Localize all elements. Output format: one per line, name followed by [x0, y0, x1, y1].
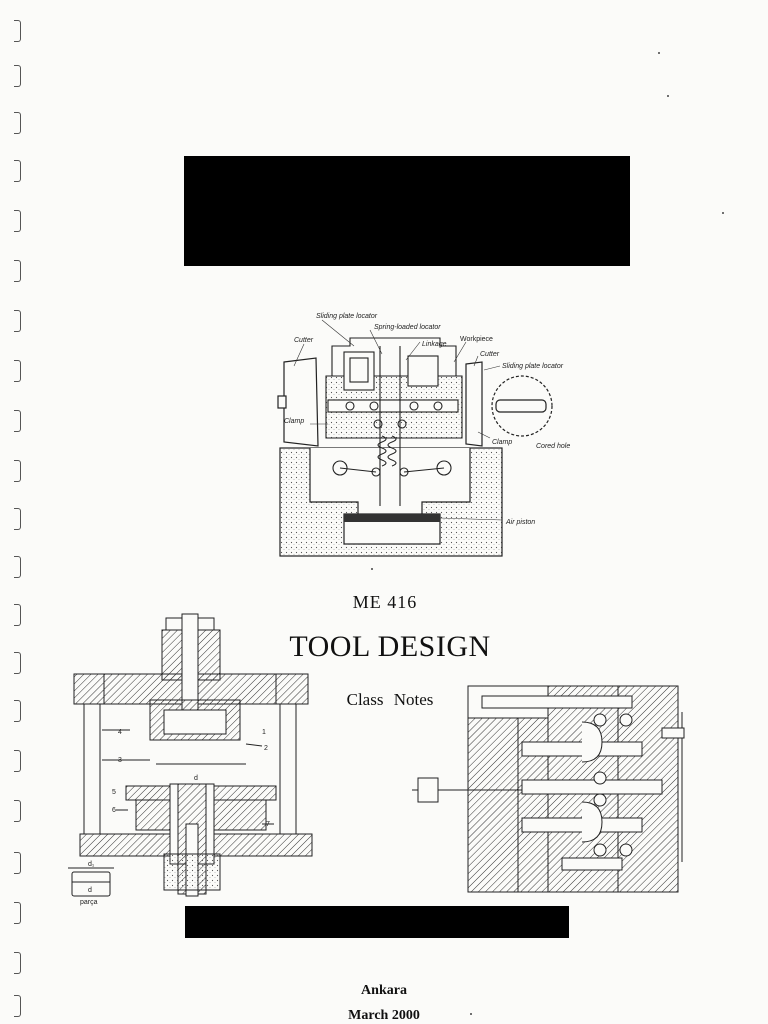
- label-cutter-left: Cutter: [294, 337, 314, 344]
- callout-6: 6: [112, 807, 116, 814]
- binding-hole: [14, 902, 21, 924]
- fixture-base: [279, 447, 503, 557]
- callout-3: 3: [118, 757, 122, 764]
- label-clamp-left: Clamp: [284, 418, 304, 425]
- scan-speck: [722, 212, 724, 214]
- callout-1: 1: [262, 729, 266, 736]
- binding-hole: [14, 460, 21, 482]
- scan-speck: [667, 95, 669, 97]
- binding-hole: [14, 260, 21, 282]
- die-frame: [73, 613, 313, 897]
- binding-hole: [14, 700, 21, 722]
- redaction-bar-top: [184, 156, 630, 266]
- scan-speck: [470, 1013, 472, 1015]
- label-d-top: d: [194, 775, 198, 782]
- label-workpiece: Workpiece: [460, 336, 493, 343]
- callout-2: 2: [264, 745, 268, 752]
- label-d1: d₁: [88, 861, 95, 868]
- publication-date: March 2000: [348, 1008, 420, 1023]
- label-cored-hole: Cored hole: [536, 443, 570, 450]
- publication-city: Ankara: [361, 983, 407, 998]
- course-code: ME 416: [352, 592, 418, 612]
- label-sliding-plate-locator-right: Sliding plate locator: [502, 363, 564, 370]
- label-cutter-right: Cutter: [480, 351, 500, 358]
- label-clamp-right: Clamp: [492, 439, 512, 446]
- redaction-bar-bottom: [185, 906, 569, 938]
- binding-hole: [14, 360, 21, 382]
- fixture-callouts: [293, 319, 503, 521]
- mold-plates: [412, 685, 685, 893]
- binding-hole: [14, 210, 21, 232]
- binding-hole: [14, 556, 21, 578]
- callout-4: 4: [118, 729, 122, 736]
- binding-hole: [14, 65, 21, 87]
- label-sliding-plate-locator-top: Sliding plate locator: [316, 313, 378, 320]
- milling-fixture-drawing: Sliding plate locator Spring-loaded loca…: [277, 313, 570, 557]
- die-part-sketch: [68, 867, 114, 897]
- binding-hole: [14, 800, 21, 822]
- document-title: TOOL DESIGN: [289, 630, 491, 663]
- punch-die-drawing: d₁ d parça d 1 2 3 4 5 6 7: [68, 613, 313, 906]
- binding-hole: [14, 20, 21, 42]
- fixture-body: [325, 337, 463, 506]
- label-air-piston: Air piston: [505, 519, 535, 526]
- binding-hole: [14, 995, 21, 1017]
- label-d: d: [88, 887, 92, 894]
- document-subtitle: Class Notes: [346, 690, 434, 709]
- binding-hole: [14, 952, 21, 974]
- binding-hole: [14, 604, 21, 626]
- callout-7: 7: [266, 821, 270, 828]
- binding-hole: [14, 750, 21, 772]
- fixture-cutters: [277, 357, 553, 447]
- binding-hole: [14, 310, 21, 332]
- label-linkage: Linkage: [422, 341, 447, 348]
- binding-hole: [14, 508, 21, 530]
- binding-hole: [14, 160, 21, 182]
- binding-hole: [14, 852, 21, 874]
- label-spring-loaded-locator: Spring-loaded locator: [374, 324, 441, 331]
- binding-hole: [14, 112, 21, 134]
- scan-speck: [371, 568, 373, 570]
- callout-5: 5: [112, 789, 116, 796]
- binding-hole: [14, 652, 21, 674]
- binding-hole: [14, 410, 21, 432]
- scan-speck: [658, 52, 660, 54]
- label-part: parça: [80, 899, 98, 906]
- injection-mold-drawing: [412, 685, 685, 893]
